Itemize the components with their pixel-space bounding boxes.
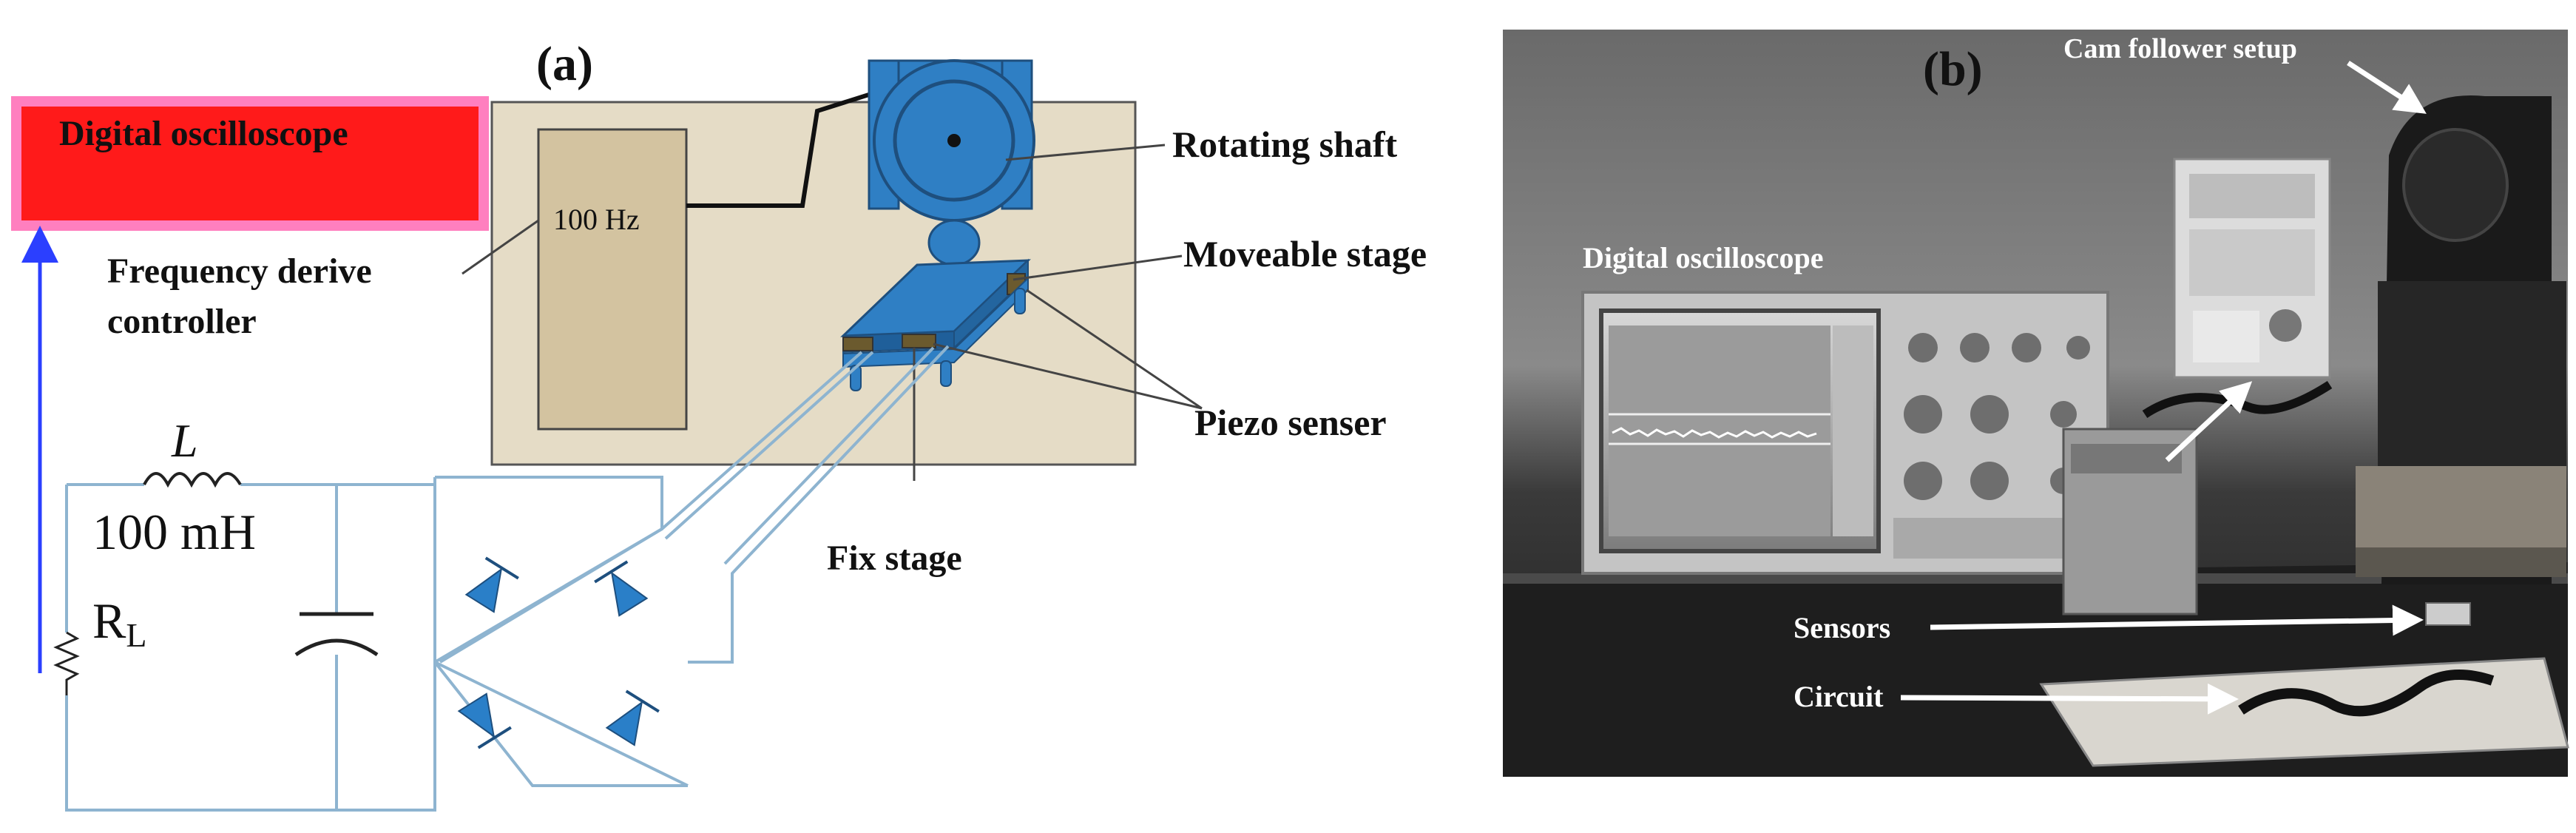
diode-icon [457, 692, 512, 749]
fix-stage-label: Fix stage [827, 539, 962, 578]
diode-icon [605, 689, 660, 746]
drive-controller-photo [2173, 158, 2331, 379]
rotating-shaft-label: Rotating shaft [1172, 124, 1398, 165]
moveable-stage-leader [1013, 254, 1183, 281]
sensor-wire-2 [664, 351, 874, 540]
drive-controller [537, 128, 688, 431]
table-edge [1503, 573, 2568, 584]
moveable-stage [840, 258, 1031, 391]
sensor-wire-4 [688, 345, 950, 664]
inductance-value: 100 mH [92, 504, 256, 560]
sensors-label: Sensors [1794, 611, 1890, 644]
panel-a-label: (a) [536, 37, 593, 91]
breadboard-photo [2039, 428, 2569, 767]
circuit-arrow [1900, 683, 2239, 715]
sensors-arrow [1930, 604, 2424, 636]
sensor-photo [2425, 602, 2471, 626]
oscilloscope-box [11, 96, 489, 231]
drive-cable [686, 87, 888, 208]
oscilloscope-label: Digital oscilloscope [59, 114, 348, 153]
oscilloscope-photo [1581, 291, 2109, 575]
cam-follower-machine [2356, 95, 2566, 584]
piezo-leader-1 [1026, 289, 1203, 410]
drive-leader [462, 219, 539, 275]
resistor-main: R [92, 593, 126, 649]
piezo-label: Piezo senser [1194, 402, 1387, 443]
bridge-rectifier [433, 476, 689, 787]
cam-follower-arrow [2347, 61, 2427, 114]
controller-arrow [2165, 381, 2253, 462]
cam-follower-label: Cam follower setup [2063, 33, 2297, 64]
sensor-wire-3 [723, 346, 935, 565]
moveable-stage-label: Moveable stage [1183, 233, 1427, 274]
inductor-icon [143, 472, 242, 488]
circuit-label: Circuit [1794, 680, 1884, 713]
piezo-sensor-left [842, 337, 873, 351]
inductor-symbol: L [171, 414, 198, 467]
drive-label-line1: Frequency derive [107, 252, 372, 291]
piezo-leader-2 [933, 343, 1203, 410]
panel-b-label: (b) [1923, 42, 1983, 96]
shaft-leader [1005, 144, 1166, 161]
drive-label-line2: controller [107, 302, 257, 341]
resistor-label: RL [92, 593, 146, 654]
diode-icon [464, 556, 519, 613]
resistor-icon [53, 631, 80, 695]
rotating-shaft-icon [868, 59, 1035, 266]
oscilloscope-photo-label: Digital oscilloscope [1583, 241, 1824, 274]
diode-icon [594, 560, 649, 617]
drive-frequency-display: 100 Hz [553, 203, 640, 236]
capacitor-icon [294, 612, 379, 657]
resistor-subscript: L [126, 616, 146, 654]
panel-b: (b) Cam follower setup Digital oscillosc… [1503, 30, 2569, 777]
panel-a: (a) Digital oscilloscope 100 Hz Frequenc… [11, 37, 1427, 812]
load-circuit-wires [65, 483, 436, 812]
sensor-wire-1 [660, 351, 863, 530]
piezo-sensor-right [902, 334, 936, 348]
